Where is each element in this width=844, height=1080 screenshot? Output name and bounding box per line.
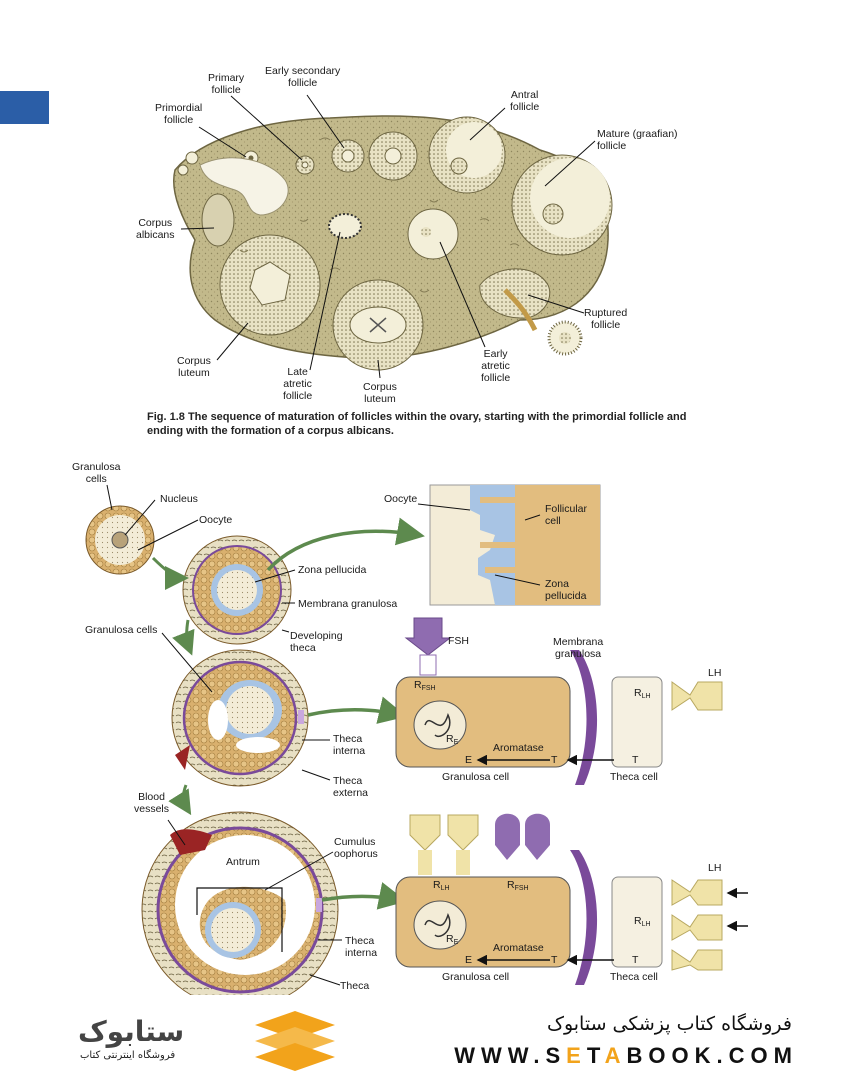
- r-e-2-sub: E: [453, 939, 459, 946]
- label-r-fsh-2: RFSH: [507, 879, 529, 893]
- label-r-lh-gran-2: RLH: [433, 879, 450, 893]
- label-primordial-follicle: Primordial follicle: [155, 102, 203, 126]
- label-blood-vessels: Blood vessels: [134, 791, 170, 815]
- label-early-secondary-follicle: Early secondary follicle: [265, 65, 341, 89]
- r-lh-gran-2-sub: LH: [440, 885, 450, 892]
- ruptured-follicle: [479, 268, 551, 319]
- label-early-atretic-follicle: Early atretic follicle: [481, 348, 511, 384]
- antral-stage: [141, 811, 339, 1000]
- label-theca-interna-2: Theca interna: [345, 935, 378, 959]
- r-lh-2-sub: LH: [641, 921, 651, 928]
- label-r-e-1: RE: [446, 733, 458, 747]
- label-antral-follicle: Antral follicle: [510, 89, 540, 113]
- label-granulosa-cells: Granulosa cells: [85, 624, 158, 636]
- label-t-gran-2: T: [551, 954, 558, 966]
- url-highlight-1: E: [566, 1043, 587, 1068]
- label-r-lh-1: RLH: [634, 687, 651, 701]
- r-e-1-main: R: [446, 733, 454, 745]
- label-antrum: Antrum: [226, 856, 260, 868]
- label-r-lh-2: RLH: [634, 915, 651, 929]
- label-theca-cell-2: Theca cell: [610, 971, 658, 983]
- panel-1-hormone-schema: [395, 617, 723, 785]
- label-e-1: E: [465, 754, 473, 766]
- late-atretic-follicle: [328, 213, 362, 239]
- label-aromatase-1: Aromatase: [493, 742, 544, 754]
- secondary-stage: [171, 649, 309, 787]
- chapter-tab-marker: [0, 91, 49, 124]
- label-aromatase-2: Aromatase: [493, 942, 544, 954]
- url-part-2: T: [586, 1043, 605, 1068]
- label-corpus-luteum-left: Corpus luteum: [177, 355, 211, 379]
- label-t-theca-2: T: [632, 954, 639, 966]
- label-theca-externa: Theca externa: [333, 775, 369, 799]
- label-t-theca-1: T: [632, 754, 639, 766]
- store-name: فروشگاه کتاب پزشکی ستابوک: [546, 1013, 792, 1035]
- r-e-1-sub: E: [453, 739, 459, 746]
- label-t-gran-1: T: [551, 754, 558, 766]
- label-membrana-granulosa-panel: Membrana granulosa: [553, 636, 604, 660]
- label-ruptured-follicle: Ruptured follicle: [584, 307, 628, 331]
- label-nucleus: Nucleus: [160, 493, 198, 505]
- r-fsh-1-main: R: [414, 679, 422, 691]
- label-e-2: E: [465, 954, 473, 966]
- label-corpus-luteum-bottom: Corpus luteum: [363, 381, 397, 405]
- url-highlight-2: A: [604, 1043, 627, 1068]
- primordial-stage: [85, 505, 155, 575]
- label-granulosa-cell-2: Granulosa cell: [442, 971, 510, 983]
- url-part-1: WWW.S: [454, 1043, 567, 1068]
- corpus-albicans: [201, 193, 235, 247]
- r-lh-1-sub: LH: [641, 693, 651, 700]
- label-follicular-cell: Follicular cell: [545, 503, 588, 527]
- url-part-3: BOOK.COM: [626, 1043, 798, 1068]
- logo-wordmark: ستابوک: [78, 1015, 185, 1048]
- label-zona-pellucida-detail: Zona pellucida: [545, 578, 587, 602]
- label-theca-cell-1: Theca cell: [610, 771, 658, 783]
- label-zona-pellucida: Zona pellucida: [298, 564, 367, 576]
- label-late-atretic-follicle: Late atretic follicle: [283, 366, 313, 402]
- zona-pellucida-detail: [429, 484, 601, 606]
- setabook-logo-icon: [255, 1011, 335, 1071]
- ovary-illustration: [173, 94, 613, 379]
- label-granulosa-cell-1: Granulosa cell: [442, 771, 510, 783]
- r-fsh-1-sub: FSH: [421, 685, 436, 692]
- early-atretic-follicle: [407, 208, 459, 260]
- label-developing-theca: Developing theca: [290, 630, 343, 654]
- r-lh-gran-2-main: R: [433, 879, 441, 891]
- follicle-development-illustration: [85, 484, 748, 1000]
- r-e-2-main: R: [446, 933, 454, 945]
- label-granulosa-cells-top: Granulosa cells: [72, 461, 121, 485]
- label-r-e-2: RE: [446, 933, 458, 947]
- label-theca-interna-1: Theca interna: [333, 733, 366, 757]
- label-fsh: FSH: [448, 635, 469, 647]
- panel-2-hormone-schema: [395, 813, 748, 985]
- label-lh-1: LH: [708, 667, 722, 679]
- label-primary-follicle: Primary follicle: [208, 72, 245, 96]
- label-mature-follicle: Mature (graafian) follicle: [597, 128, 678, 152]
- logo-subtitle: فروشگاه اینترنتی کتاب: [80, 1050, 176, 1061]
- r-lh-1-main: R: [634, 687, 642, 699]
- label-oocyte-detail: Oocyte: [384, 493, 418, 505]
- figure-caption-1-8: Fig. 1.8 The sequence of maturation of f…: [147, 411, 687, 437]
- corpus-albicans-swirl: [199, 157, 289, 216]
- r-fsh-2-main: R: [507, 879, 515, 891]
- store-url[interactable]: WWW.SETABOOK.COM: [454, 1043, 798, 1069]
- primary-stage: [182, 535, 292, 645]
- label-oocyte: Oocyte: [199, 514, 233, 526]
- label-corpus-albicans: Corpus albicans: [136, 217, 175, 241]
- label-theca-bottom: Theca: [340, 980, 370, 992]
- label-membrana-granulosa: Membrana granulosa: [298, 598, 398, 610]
- publisher-footer: ستابوک فروشگاه اینترنتی کتاب فروشگاه کتا…: [0, 995, 844, 1080]
- r-lh-2-main: R: [634, 915, 642, 927]
- label-cumulus-oophorus: Cumulus oophorus: [334, 836, 378, 860]
- r-fsh-2-sub: FSH: [514, 885, 529, 892]
- label-r-fsh-1: RFSH: [414, 679, 436, 693]
- label-lh-2: LH: [708, 862, 722, 874]
